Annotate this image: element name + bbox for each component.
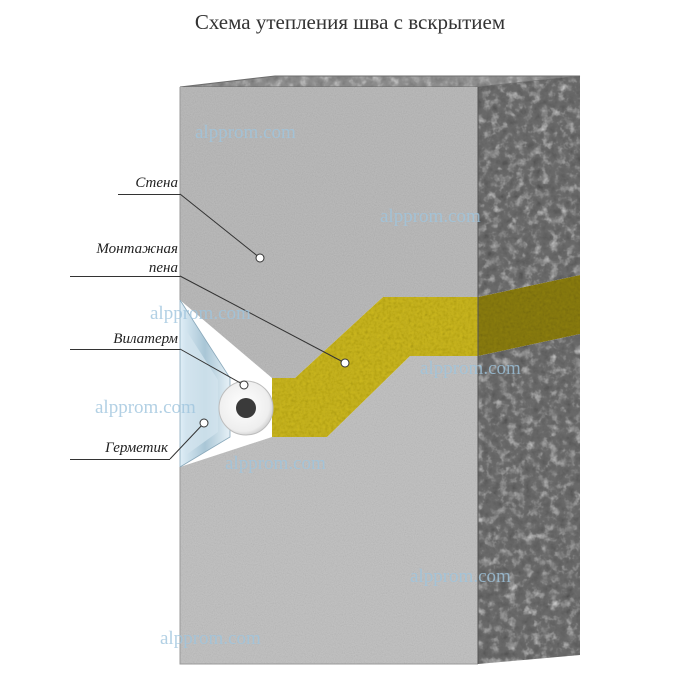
watermark: alpprom.com (225, 453, 326, 474)
watermark: alpprom.com (420, 358, 521, 379)
watermark: alpprom.com (195, 122, 296, 143)
foam-front (272, 297, 478, 437)
watermark: alpprom.com (95, 397, 196, 418)
leader-wall-dot (255, 253, 265, 263)
label-mounting-foam: Монтажная пена (96, 241, 178, 276)
watermark: alpprom.com (160, 628, 261, 649)
leader-hermetic (169, 422, 205, 460)
leader-foam (179, 275, 346, 364)
label-vilaterm: Вилатерм (113, 331, 178, 347)
leader-vilaterm-dot (239, 380, 249, 390)
leader-wall (179, 193, 261, 259)
diagram-title: Схема утепления шва с вскрытием (194, 10, 506, 34)
wall-front-lower (180, 356, 478, 664)
leader-vilaterm (179, 348, 245, 386)
label-wall-underline (118, 194, 180, 195)
label-hermetic-underline (70, 459, 170, 460)
wall-front-upper (180, 87, 478, 378)
vilaterm-core (236, 398, 256, 418)
wall-side-lower (478, 334, 580, 664)
label-hermetic: Герметик (105, 440, 168, 456)
leader-foam-dot (340, 358, 350, 368)
wall-outline-lower (179, 467, 478, 665)
wall-side-upper (478, 76, 580, 297)
foam-side-face (478, 275, 580, 356)
wall-top-face (180, 76, 580, 87)
label-vilaterm-underline (70, 349, 180, 350)
label-foam-underline (70, 276, 180, 277)
label-wall: Стена (135, 175, 178, 191)
sealant-inner (186, 330, 218, 455)
leader-hermetic-dot (199, 418, 209, 428)
watermark: alpprom.com (150, 303, 251, 324)
watermark: alpprom.com (380, 206, 481, 227)
watermark: alpprom.com (410, 566, 511, 587)
